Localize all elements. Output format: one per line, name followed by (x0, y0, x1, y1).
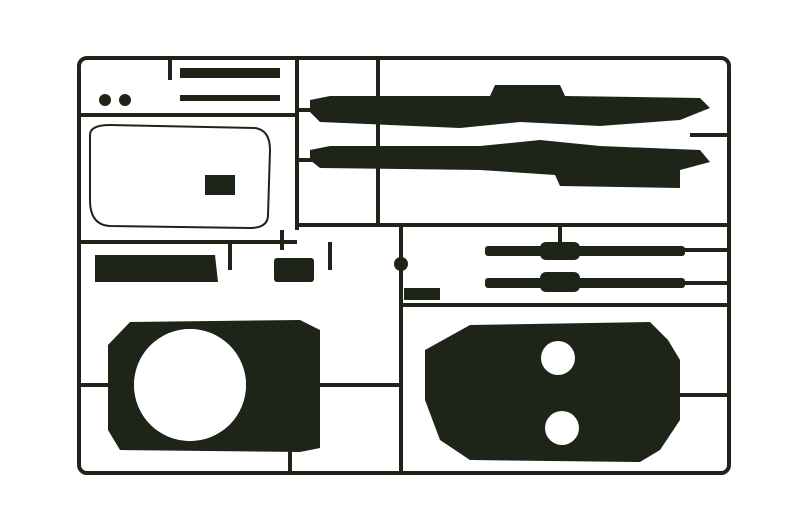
hull-rail-lower (310, 140, 710, 188)
gun-barrel-lower (485, 278, 685, 288)
sprue-parts (95, 68, 710, 462)
gun-barrel-upper (485, 246, 685, 256)
small-block (274, 258, 314, 282)
wire-loop (89, 123, 272, 230)
hull-rail-upper (310, 85, 710, 128)
sprue-frame (77, 56, 731, 475)
hull-deck-plate (425, 322, 680, 462)
turret-ring-plate (108, 320, 320, 452)
small-bracket (95, 255, 218, 282)
